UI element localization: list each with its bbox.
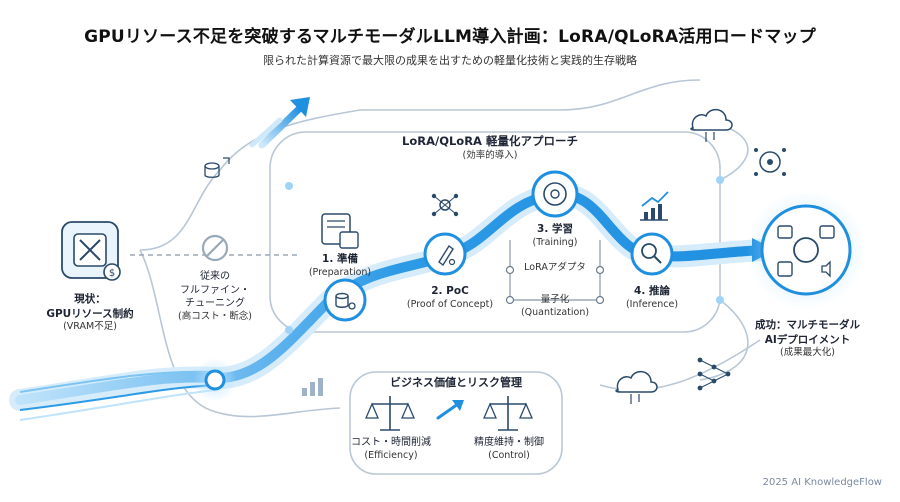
control-label: 精度維持・制御 (Control) [474,437,544,461]
cloud-icon-bottom [615,370,658,404]
step-1-label: 1. 準備 (Preparation) [308,253,372,278]
scale-icon-left [365,396,415,431]
step-node-4 [630,232,674,276]
business-box [349,371,563,475]
network-graph-icon-bottom [697,357,731,391]
network-icon [431,193,459,217]
outer-loop-outline [139,79,701,251]
trend-arrow-icon [436,400,464,420]
data-transfer-icon [204,157,230,178]
success-node [746,190,866,310]
success-label: 成功：マルチモーダル AIデプロイメント (成果最大化) [755,319,860,358]
rising-arrow-icon [249,97,310,149]
bar-chart-icon-bottom [302,378,323,396]
start-node [204,369,226,391]
outer-loop-lower [139,249,341,418]
approach-box [269,131,721,333]
efficiency-label: コスト・時間削減 (Efficiency) [351,437,431,461]
conventional-label: 従来の フルファイン・ チューニング (高コスト・断念) [178,271,252,322]
step-node-1 [323,278,367,322]
svg-text:$: $ [109,268,115,279]
gpu-chip-icon: $ [61,221,121,281]
current-state-label: 現状： GPUリソース制約 (VRAM不足) [46,293,134,332]
growth-chart-icon [640,191,669,221]
approach-title: LoRA/QLoRA 軽量化アプローチ (効率的導入) [402,134,578,161]
page-title: GPUリソース不足を突破するマルチモーダルLLM導入計画：LoRA/QLoRA活… [84,27,816,47]
prohibited-icon [201,234,229,262]
neural-net-icon-top [754,148,786,176]
cloud-icon-top [690,108,733,142]
step-4-label: 4. 推論 (Inference) [625,285,679,310]
step-node-2 [423,232,467,276]
page-subtitle: 限られた計算資源で最大限の成果を出すための軽量化技術と実践的生存戦略 [263,54,637,67]
quantization-label: 量子化 (Quantization) [520,294,590,318]
business-title: ビジネス価値とリスク管理 [390,376,522,389]
step-2-label: 2. PoC (Proof of Concept) [406,285,494,310]
lora-adapter-label: LoRAアダプタ [524,262,586,273]
step-node-3 [531,170,579,218]
footer-credit: 2025 AI KnowledgeFlow [762,477,882,488]
preparation-icon [321,213,359,249]
scale-icon-right [483,396,533,431]
step-3-label: 3. 学習 (Training) [532,223,578,248]
